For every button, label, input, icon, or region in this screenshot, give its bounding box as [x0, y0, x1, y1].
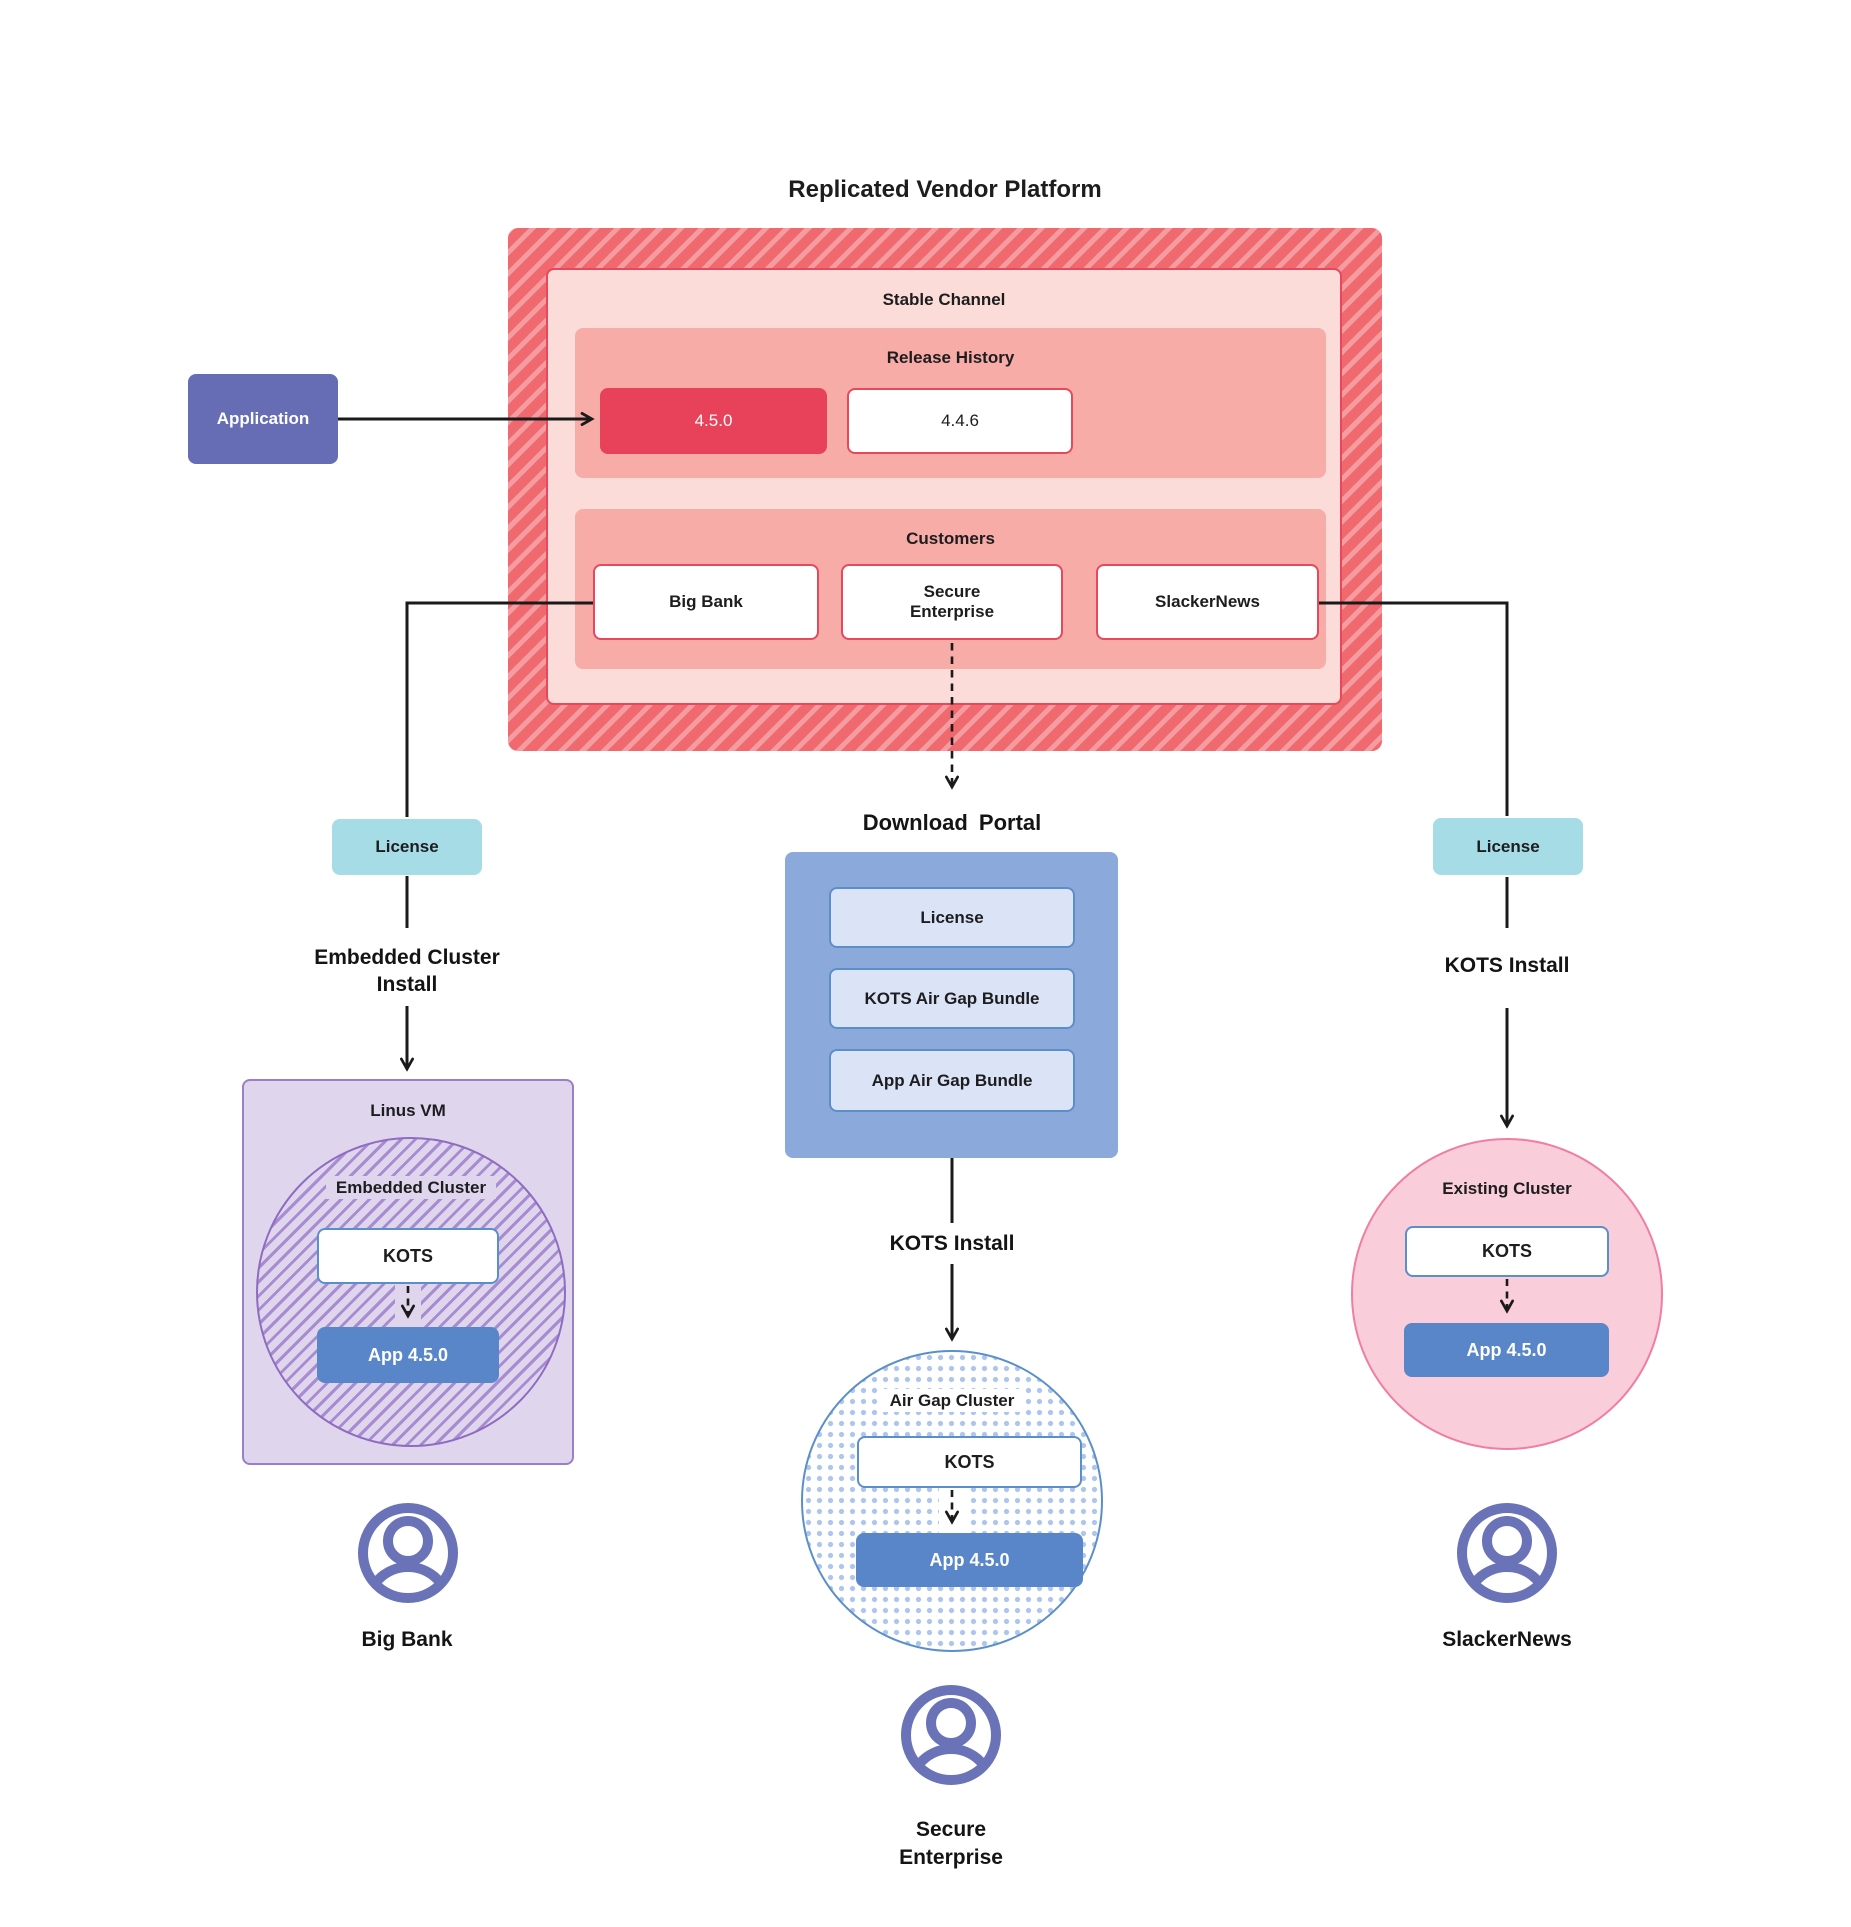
app-node-middle: App 4.5.0: [856, 1533, 1083, 1587]
arrow-backdrop: [939, 1488, 965, 1533]
embedded-cluster-label: Embedded Cluster: [256, 1176, 566, 1199]
person-name-slackernews: SlackerNews: [1442, 1628, 1572, 1651]
kots-install-label-right: KOTS Install: [1444, 954, 1570, 977]
embedded-cluster-install-label: Embedded Cluster Install: [314, 946, 500, 996]
embedded-cluster-label-text: Embedded Cluster: [325, 1176, 497, 1199]
portal-item-license: License: [829, 887, 1075, 948]
air-gap-cluster-label-text: Air Gap Cluster: [879, 1389, 1025, 1412]
person-name-big-bank: Big Bank: [361, 1628, 453, 1651]
person-icon-slackernews: [1457, 1503, 1557, 1603]
linus-vm-label: Linus VM: [370, 1101, 446, 1120]
app-node-right: App 4.5.0: [1404, 1323, 1609, 1377]
application-node: Application: [188, 374, 338, 464]
portal-item-kots-airgap-bundle: KOTS Air Gap Bundle: [829, 968, 1075, 1029]
kots-install-label-middle: KOTS Install: [889, 1232, 1015, 1255]
air-gap-cluster-label: Air Gap Cluster: [801, 1389, 1103, 1412]
license-node-right: License: [1433, 818, 1583, 875]
kots-node-middle: KOTS: [857, 1436, 1082, 1488]
customer-big-bank: Big Bank: [593, 564, 819, 640]
app-node-left: App 4.5.0: [317, 1327, 499, 1383]
person-head: [926, 1698, 976, 1748]
existing-cluster-label: Existing Cluster: [1442, 1179, 1572, 1198]
release-version-active: 4.5.0: [600, 388, 827, 454]
portal-item-app-airgap-bundle: App Air Gap Bundle: [829, 1049, 1075, 1112]
person-ring: [901, 1685, 1001, 1785]
person-name-secure-enterprise: Secure Enterprise: [899, 1818, 1003, 1869]
person-icon-big-bank: [358, 1503, 458, 1603]
person-ring: [1457, 1503, 1557, 1603]
stable-channel-label: Stable Channel: [882, 290, 1006, 309]
customers-label: Customers: [906, 529, 995, 548]
release-history-label: Release History: [886, 348, 1015, 367]
diagram-title: Replicated Vendor Platform: [788, 176, 1102, 203]
person-icon-secure-enterprise: [901, 1685, 1001, 1785]
release-version: 4.4.6: [847, 388, 1073, 454]
customer-secure-enterprise-label: Secure Enterprise: [909, 582, 995, 621]
person-head: [1482, 1516, 1532, 1566]
customer-slackernews: SlackerNews: [1096, 564, 1319, 640]
kots-node-right: KOTS: [1405, 1226, 1609, 1277]
kots-node-left: KOTS: [317, 1228, 499, 1284]
person-head: [383, 1516, 433, 1566]
download-portal-label: Download Portal: [862, 810, 1042, 835]
customer-secure-enterprise: Secure Enterprise: [841, 564, 1063, 640]
arrow-backdrop: [395, 1284, 421, 1327]
person-ring: [358, 1503, 458, 1603]
license-node-left: License: [332, 819, 482, 875]
